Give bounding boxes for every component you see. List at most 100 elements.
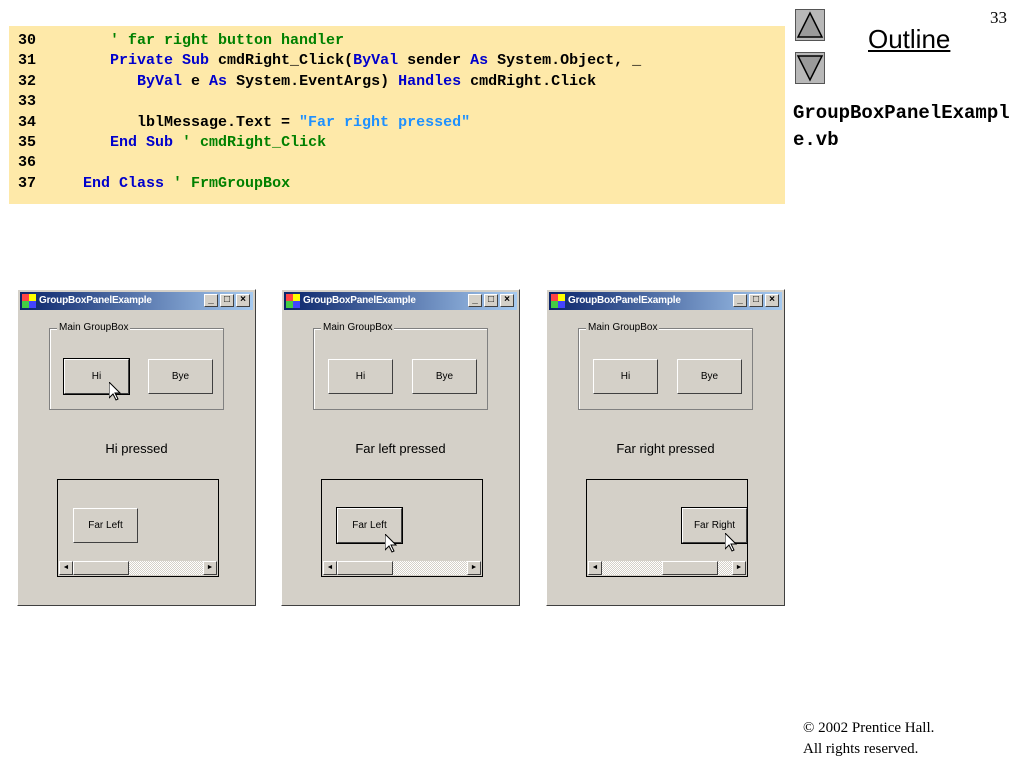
- file-name: GroupBoxPanelExample.vb: [793, 102, 1010, 151]
- groupbox-label: Main GroupBox: [57, 322, 131, 333]
- hi-button[interactable]: Hi: [328, 359, 393, 394]
- bye-button[interactable]: Bye: [148, 359, 213, 394]
- app-icon: [286, 294, 300, 308]
- code-keyword: As: [209, 72, 228, 90]
- title-bar[interactable]: GroupBoxPanelExample _□×: [549, 292, 782, 310]
- code-comment: ' far right button handler: [110, 32, 345, 49]
- next-slide-button[interactable]: [795, 52, 825, 84]
- code-text: sender: [398, 52, 471, 70]
- horizontal-scrollbar[interactable]: ◄►: [588, 561, 746, 575]
- mouse-cursor-icon: [724, 531, 738, 552]
- code-text: [173, 134, 182, 151]
- close-button[interactable]: ×: [765, 294, 779, 307]
- title-bar[interactable]: GroupBoxPanelExample _□×: [284, 292, 517, 310]
- line-number: 33: [18, 93, 37, 111]
- scroll-right-arrow-icon[interactable]: ►: [732, 561, 746, 575]
- copyright-line-2: All rights reserved.: [803, 741, 919, 757]
- groupbox-label: Main GroupBox: [586, 322, 660, 333]
- maximize-button[interactable]: □: [220, 294, 234, 307]
- message-label: Far right pressed: [616, 441, 715, 456]
- line-number: 31: [18, 52, 37, 70]
- code-keyword: End Class: [83, 174, 165, 192]
- code-keyword: End Sub: [110, 134, 174, 151]
- triangle-up-icon: [796, 11, 824, 38]
- scroll-left-arrow-icon[interactable]: ◄: [323, 561, 337, 575]
- line-number: 37: [18, 174, 37, 192]
- code-keyword: ByVal: [353, 52, 399, 70]
- maximize-button[interactable]: □: [484, 294, 498, 307]
- code-line: 34 lblMessage.Text = "Far right pressed": [18, 113, 470, 133]
- code-text: [56, 32, 110, 49]
- scroll-thumb[interactable]: [662, 561, 718, 575]
- code-text: [56, 175, 83, 192]
- hi-button[interactable]: Hi: [593, 359, 658, 394]
- window-title: GroupBoxPanelExample: [568, 295, 681, 306]
- close-button[interactable]: ×: [500, 294, 514, 307]
- line-number: 36: [18, 154, 37, 172]
- maximize-button[interactable]: □: [749, 294, 763, 307]
- scroll-left-arrow-icon[interactable]: ◄: [59, 561, 73, 575]
- window-title: GroupBoxPanelExample: [39, 295, 152, 306]
- scroll-thumb[interactable]: [73, 561, 129, 575]
- minimize-button[interactable]: _: [204, 294, 218, 307]
- code-line: 31 Private Sub cmdRight_Click(ByVal send…: [18, 51, 641, 71]
- line-number: 35: [18, 134, 37, 151]
- window-title: GroupBoxPanelExample: [303, 295, 416, 306]
- code-keyword: As: [470, 52, 489, 70]
- code-text: [56, 73, 137, 90]
- panel-button[interactable]: Far Left: [336, 507, 403, 544]
- horizontal-scrollbar[interactable]: ◄►: [59, 561, 217, 575]
- line-number: 30: [18, 32, 37, 49]
- mouse-cursor-icon: [108, 380, 122, 401]
- code-text: [56, 52, 110, 69]
- code-comment: ' FrmGroupBox: [173, 174, 291, 192]
- scroll-right-arrow-icon[interactable]: ►: [203, 561, 217, 575]
- minimize-button[interactable]: _: [733, 294, 747, 307]
- hi-button[interactable]: Hi: [63, 358, 130, 395]
- code-line: 37 End Class ' FrmGroupBox: [18, 174, 290, 194]
- previous-slide-button[interactable]: [795, 9, 825, 41]
- close-button[interactable]: ×: [236, 294, 250, 307]
- message-label: Far left pressed: [355, 441, 446, 456]
- page-number: 33: [990, 8, 1007, 27]
- line-number: 32: [18, 72, 37, 90]
- minimize-button[interactable]: _: [468, 294, 482, 307]
- code-text: System.EventArgs): [227, 72, 399, 90]
- line-number: 34: [18, 113, 37, 131]
- panel-button[interactable]: Far Left: [73, 508, 138, 543]
- app-icon: [22, 294, 36, 308]
- bye-button[interactable]: Bye: [412, 359, 477, 394]
- app-icon: [551, 294, 565, 308]
- scroll-right-arrow-icon[interactable]: ►: [467, 561, 481, 575]
- mouse-cursor-icon: [384, 532, 398, 553]
- code-comment: ' cmdRight_Click: [182, 134, 327, 151]
- panel-button[interactable]: Far Right: [681, 507, 747, 544]
- code-line: 35 End Sub ' cmdRight_Click: [18, 133, 326, 153]
- bye-button[interactable]: Bye: [677, 359, 742, 394]
- scroll-thumb[interactable]: [337, 561, 393, 575]
- scroll-panel: Far Right◄►: [586, 479, 748, 577]
- code-text: e: [182, 72, 210, 90]
- code-keyword: ByVal: [137, 72, 183, 90]
- code-text: System.Object, _: [488, 52, 642, 70]
- code-text: [56, 134, 110, 151]
- copyright: © 2002 Prentice Hall. All rights reserve…: [803, 718, 934, 760]
- message-label: Hi pressed: [105, 441, 168, 456]
- outline-link[interactable]: Outline: [868, 24, 951, 54]
- scroll-panel: Far Left◄►: [57, 479, 219, 577]
- title-bar[interactable]: GroupBoxPanelExample _□×: [20, 292, 253, 310]
- code-string: "Far right pressed": [299, 113, 471, 131]
- code-listing: 30 ' far right button handler 31 Private …: [9, 26, 785, 204]
- code-line: 36: [18, 153, 56, 173]
- horizontal-scrollbar[interactable]: ◄►: [323, 561, 481, 575]
- code-text: lblMessage.Text =: [56, 113, 300, 131]
- scroll-left-arrow-icon[interactable]: ◄: [588, 561, 602, 575]
- code-text: [164, 175, 173, 192]
- code-keyword: Handles: [398, 72, 462, 90]
